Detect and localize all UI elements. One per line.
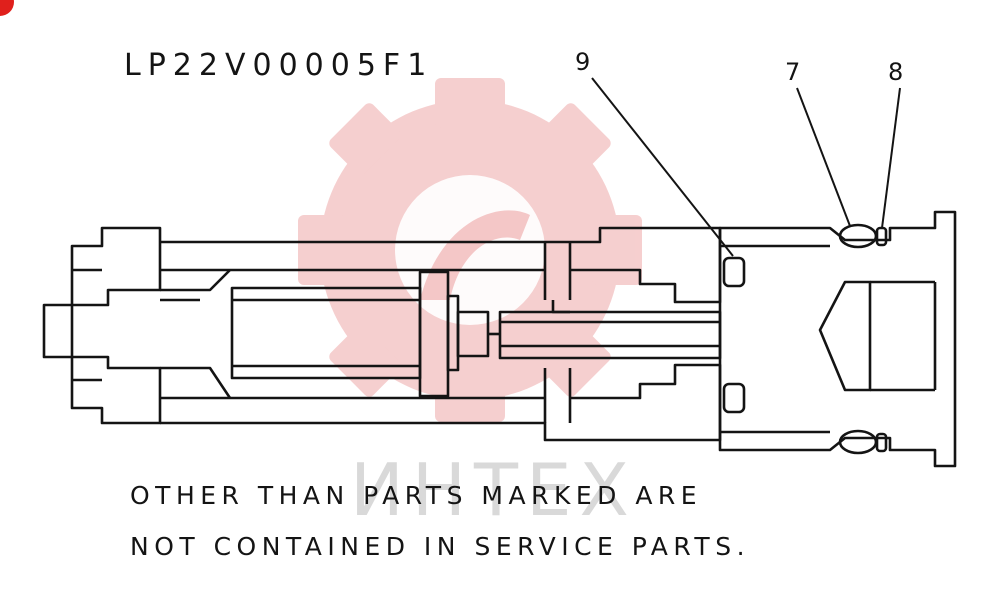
callout-9: 9 <box>575 48 591 76</box>
backup-ring-8 <box>875 226 888 247</box>
watermark-text: ИНТЕХ <box>350 448 637 532</box>
left-end-cap <box>42 226 162 425</box>
body-outline-lower <box>160 363 722 442</box>
drawing-code: LP22V00005F1 <box>124 48 434 83</box>
body-outline-upper <box>160 226 722 304</box>
plug-cone <box>818 280 872 392</box>
leader-line-9 <box>591 77 734 257</box>
note-line-2: NOT CONTAINED IN SERVICE PARTS. <box>130 532 751 561</box>
leader-line-8 <box>881 87 901 229</box>
callout-8: 8 <box>888 58 904 86</box>
note-line-1: OTHER THAN PARTS MARKED ARE <box>130 481 703 510</box>
callout-7: 7 <box>785 58 801 86</box>
o-ring-7 <box>838 223 878 249</box>
spring-chamber <box>230 286 422 380</box>
spool <box>498 310 722 360</box>
leader-line-7 <box>796 87 851 227</box>
right-housing <box>718 210 957 468</box>
